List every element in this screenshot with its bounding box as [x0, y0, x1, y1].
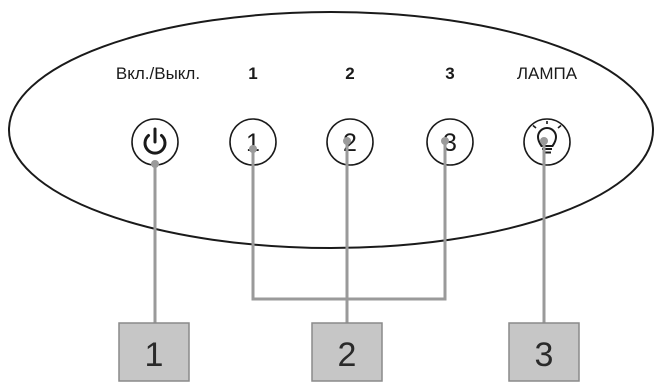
callout-3: 3 [508, 322, 580, 382]
speed-3-button[interactable]: 3 [426, 118, 474, 166]
label-power: Вкл./Выкл. [116, 64, 200, 83]
label-speed-1: 1 [248, 64, 257, 83]
speed-3-digit: 3 [443, 129, 457, 157]
label-lamp: ЛАМПА [517, 64, 578, 83]
callout-1-text: 1 [145, 336, 164, 374]
callout-1: 1 [118, 322, 190, 382]
callout-2-text: 2 [338, 336, 357, 374]
leader-lines [151, 137, 548, 323]
power-button[interactable] [131, 118, 179, 166]
callout-2: 2 [311, 322, 383, 382]
power-icon [143, 127, 167, 155]
label-speed-2: 2 [345, 64, 354, 83]
label-speed-3: 3 [445, 64, 454, 83]
callout-3-text: 3 [535, 336, 554, 374]
leader-line-2-bracket [251, 141, 447, 301]
